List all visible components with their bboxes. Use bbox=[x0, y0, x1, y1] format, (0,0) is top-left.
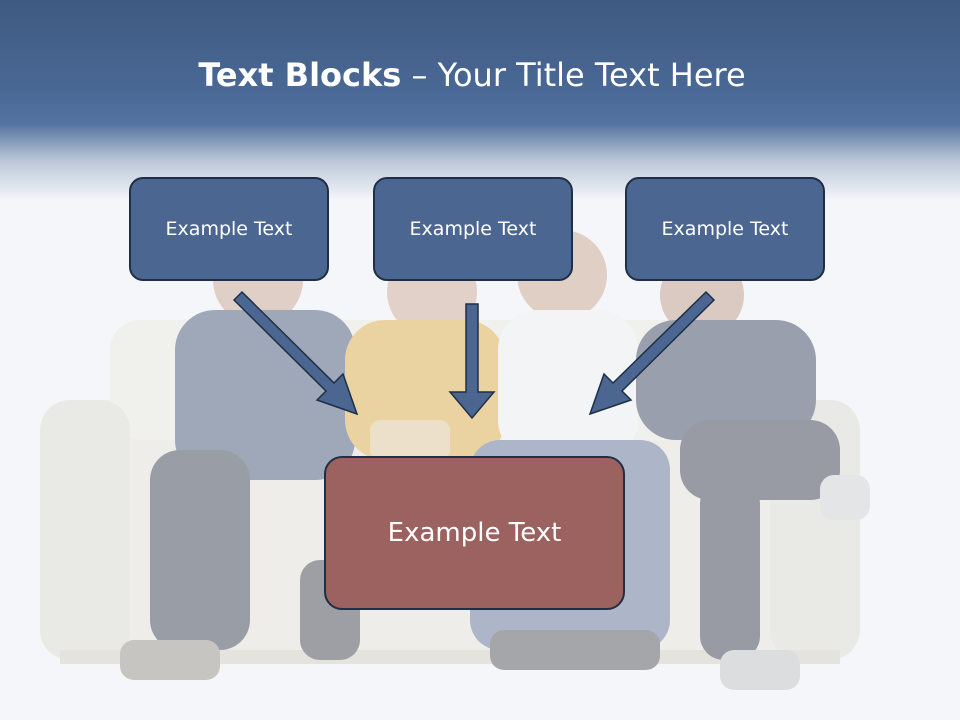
text-box-2-label: Example Text bbox=[409, 218, 537, 240]
title-regular-part: – Your Title Text Here bbox=[401, 56, 746, 94]
text-box-3-label: Example Text bbox=[661, 218, 789, 240]
title-bold-part: Text Blocks bbox=[198, 56, 402, 94]
header-band bbox=[0, 0, 960, 200]
arrow-right-diagonal bbox=[588, 290, 716, 416]
main-text-box-label: Example Text bbox=[387, 518, 562, 548]
text-box-2[interactable]: Example Text bbox=[373, 177, 573, 281]
text-box-3[interactable]: Example Text bbox=[625, 177, 825, 281]
text-box-1-label: Example Text bbox=[165, 218, 293, 240]
text-box-1[interactable]: Example Text bbox=[129, 177, 329, 281]
arrow-center-down bbox=[448, 303, 496, 420]
slide-title: Text Blocks – Your Title Text Here bbox=[0, 52, 944, 98]
main-text-box[interactable]: Example Text bbox=[324, 456, 625, 610]
arrow-left-diagonal bbox=[232, 290, 359, 416]
